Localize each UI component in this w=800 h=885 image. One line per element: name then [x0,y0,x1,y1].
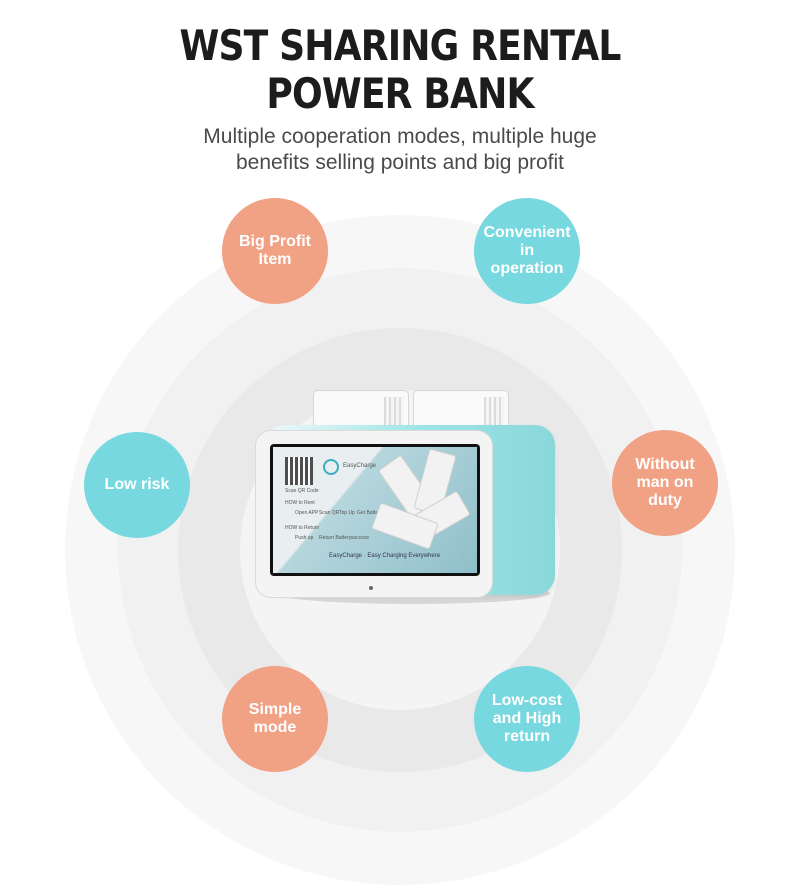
feature-without-man: Without man on duty [612,430,718,536]
screen-step-1: Open APP [295,510,319,516]
screen-tagline: EasyCharge · Easy Charging Everywhere [329,553,441,559]
feature-low-cost-label: Low-cost and High return [491,692,563,745]
title-line-2: POWER BANK [266,69,534,118]
feature-low-risk-label: Low risk [104,476,170,493]
feature-simple: Simple mode [222,666,328,772]
screen-return-step-1: Push up [295,535,314,541]
subtitle-line-1: Multiple cooperation modes, multiple hug… [203,125,597,148]
device-screen: EasyCharge Scan QR Code HOW to Rent Open… [270,444,480,576]
feature-big-profit-label: Big Profit Item [239,233,311,268]
screen-return-step-2: Return Battery [319,535,352,541]
feature-big-profit: Big Profit Item [222,198,328,304]
screen-step-3: Top Up [339,510,355,516]
screen-qr-caption: Scan QR Code [285,488,319,494]
screen-how-to-rent: HOW to Rent [285,500,315,506]
screen-how-to-return: HOW to Return [285,525,320,531]
screen-brand: EasyCharge [343,463,377,469]
device-bezel: EasyCharge Scan QR Code HOW to Rent Open… [255,430,493,598]
feature-convenient: Convenient in operation [474,198,580,304]
title-line-1: WST SHARING RENTAL [179,21,621,70]
screen-return-step-3: success [351,535,370,541]
feature-low-risk: Low risk [84,432,190,538]
screen-step-4: Get Battery [357,510,383,516]
feature-simple-label: Simple mode [248,701,302,736]
feature-low-cost: Low-cost and High return [474,666,580,772]
camera-dot [369,586,373,590]
page-subtitle: Multiple cooperation modes, multiple hug… [0,124,800,176]
brand-logo-icon [323,459,339,475]
feature-convenient-label: Convenient in operation [483,224,571,277]
screen-background: EasyCharge Scan QR Code HOW to Rent Open… [273,447,477,573]
qr-code-icon [285,457,313,485]
subtitle-line-2: benefits selling points and big profit [235,151,565,174]
screen-step-2: Scan QR [319,510,340,516]
page-title: WST SHARING RENTAL POWER BANK [56,22,744,118]
feature-without-man-label: Without man on duty [635,456,695,509]
power-bank-station: EasyCharge Scan QR Code HOW to Rent Open… [255,390,560,604]
